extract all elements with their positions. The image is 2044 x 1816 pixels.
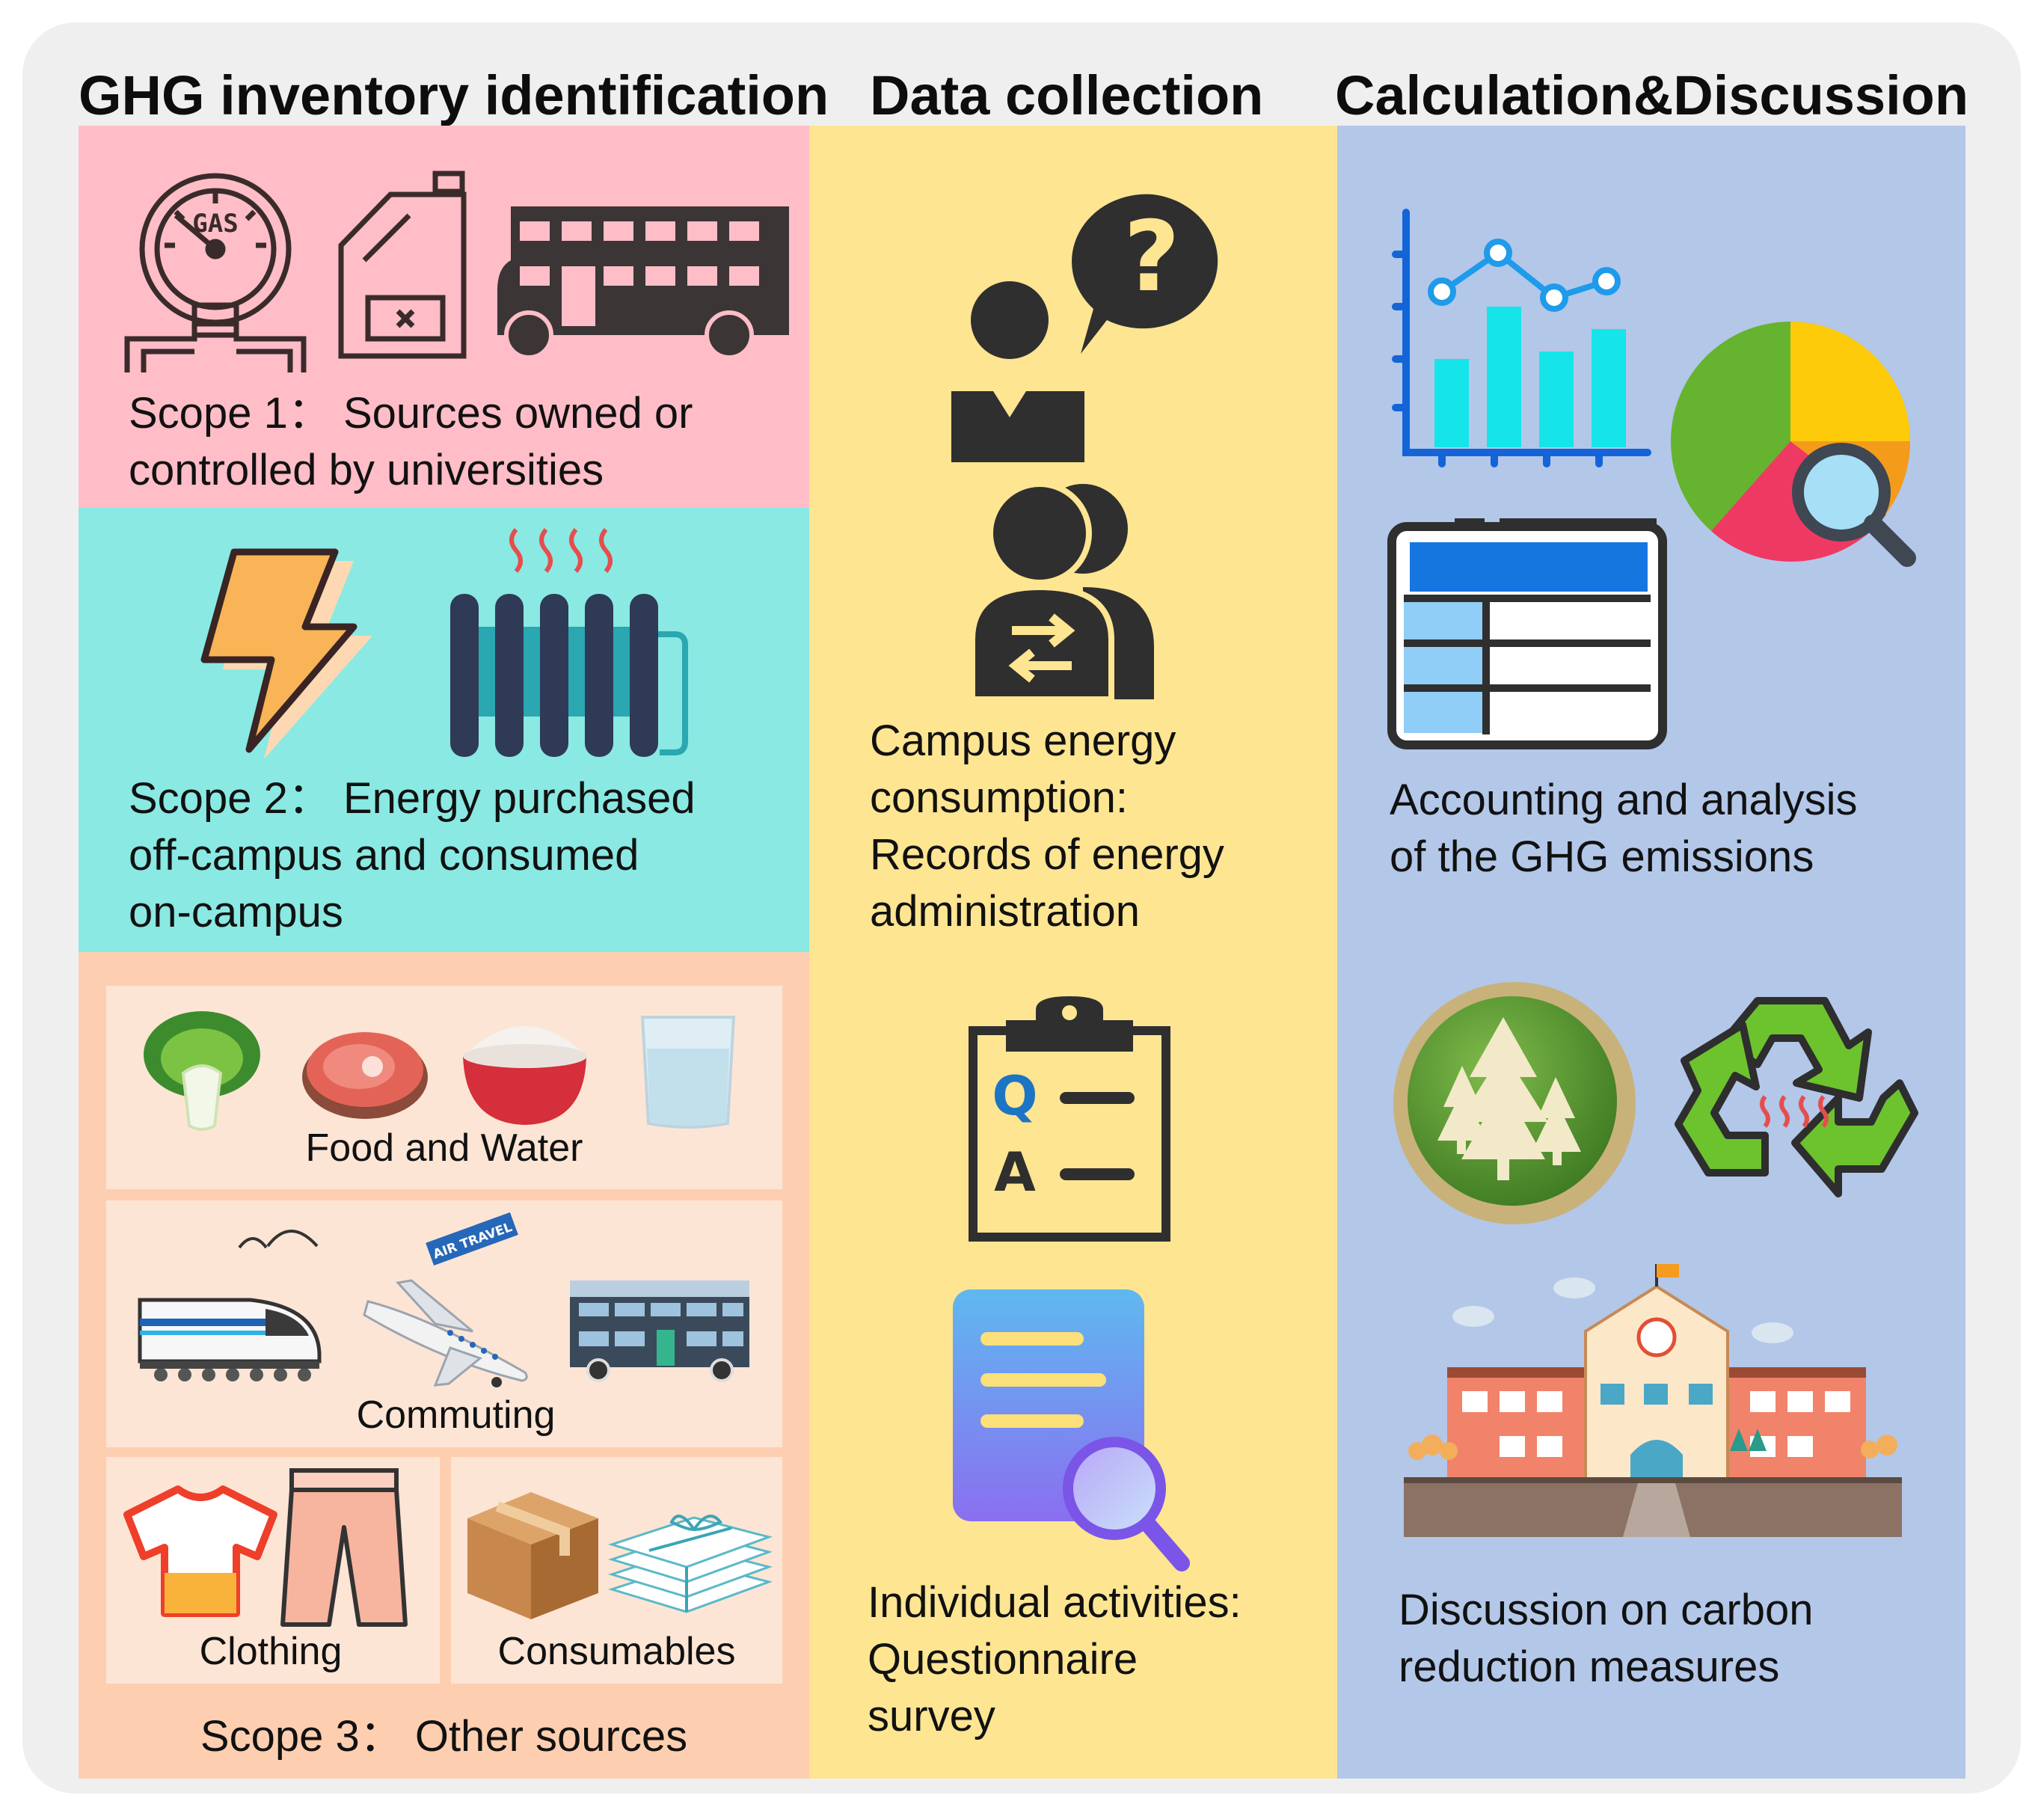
energy-text-line1: Campus energy	[870, 717, 1176, 765]
airplane-icon: AIR TRAVEL	[363, 1212, 528, 1387]
scope1-text-line1: Scope 1： Sources owned or	[129, 389, 693, 438]
lightning-bolt-icon	[200, 548, 372, 759]
svg-text:Q: Q	[992, 1064, 1037, 1127]
table-window-icon	[1387, 518, 1667, 749]
scope2-text-line3: on-campus	[129, 888, 343, 936]
clothing-label: Clothing	[199, 1630, 343, 1673]
birds-icon	[238, 1230, 319, 1249]
document-search-icon	[953, 1289, 1190, 1571]
fuel-can-icon	[338, 171, 467, 359]
energy-text-line4: administration	[870, 887, 1141, 936]
people-exchange-icon	[969, 481, 1154, 702]
individual-text-line1: Individual activities:	[868, 1578, 1242, 1627]
header-calculation: Calculation&Discussion	[1335, 64, 1969, 126]
scope2-text-line1: Scope 2： Energy purchased	[129, 774, 696, 823]
meat-icon	[302, 1032, 428, 1119]
commuting-label: Commuting	[356, 1393, 556, 1437]
recycle-icon	[1675, 997, 1918, 1197]
header-inventory: GHG inventory identification	[79, 64, 829, 126]
discussion-text-line1: Discussion on carbon	[1399, 1586, 1814, 1634]
svg-text:?: ?	[1123, 200, 1179, 313]
trousers-icon	[280, 1468, 408, 1627]
svg-text:A: A	[994, 1141, 1036, 1203]
bus-icon	[570, 1280, 749, 1382]
rice-bowl-icon	[463, 1026, 587, 1125]
forest-badge-icon	[1393, 982, 1636, 1224]
scope2-text-line2: off-campus and consumed	[129, 831, 639, 880]
svg-text:GAS: GAS	[192, 209, 238, 239]
bar-line-chart-icon	[1392, 209, 1651, 467]
vegetable-icon	[144, 1011, 260, 1131]
header-collection: Data collection	[870, 64, 1264, 126]
individual-text-line3: survey	[868, 1692, 995, 1740]
accounting-text-line1: Accounting and analysis	[1390, 776, 1858, 824]
cardboard-box-icon	[467, 1492, 598, 1619]
discussion-text-line2: reduction measures	[1399, 1642, 1780, 1691]
consumables-label: Consumables	[497, 1630, 736, 1673]
energy-text-line2: consumption:	[870, 773, 1128, 822]
clipboard-quiz-icon: Q A	[969, 996, 1170, 1242]
individual-text-line2: Questionnaire	[868, 1635, 1138, 1684]
pie-chart-search-icon	[1671, 322, 1916, 567]
paper-stack-icon	[607, 1515, 773, 1613]
radiator-icon	[450, 528, 688, 757]
t-shirt-icon	[123, 1485, 277, 1617]
water-glass-icon	[640, 1016, 736, 1129]
energy-text-line3: Records of energy	[870, 830, 1224, 879]
scope3-text: Scope 3： Other sources	[200, 1712, 688, 1761]
school-building-icon	[1404, 1264, 1902, 1537]
scope1-text-line2: controlled by universities	[129, 446, 604, 494]
gas-meter-icon: GAS	[124, 173, 307, 372]
food-water-label: Food and Water	[305, 1126, 583, 1170]
high-speed-train-icon	[138, 1298, 322, 1381]
accounting-text-line2: of the GHG emissions	[1390, 832, 1814, 881]
person-question-icon: ?	[951, 194, 1218, 462]
double-decker-bus-icon	[497, 206, 789, 360]
